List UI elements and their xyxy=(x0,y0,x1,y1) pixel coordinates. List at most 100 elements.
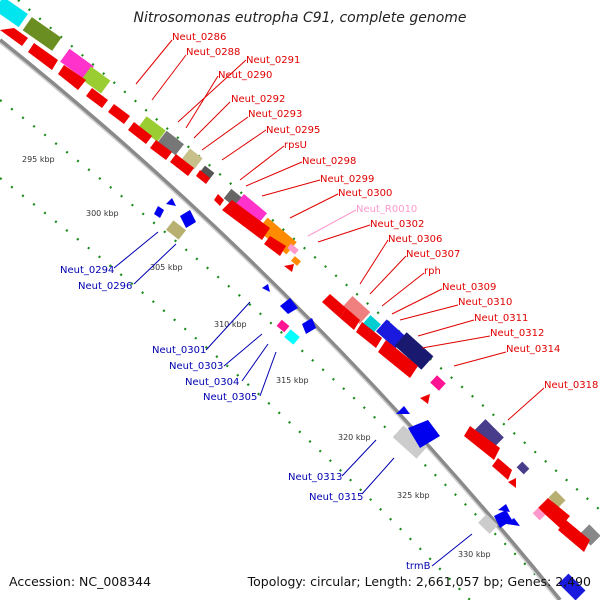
forward-gene-arrow xyxy=(464,426,500,460)
reverse-gene-arrow xyxy=(280,298,298,314)
gene-label-neut-0299: Neut_0299 xyxy=(320,174,374,185)
forward-gene-arrow xyxy=(86,88,108,108)
gene-label-neut-0291: Neut_0291 xyxy=(246,55,300,66)
gene-label-neut-0301: Neut_0301 xyxy=(152,345,206,356)
reverse-gene-block xyxy=(284,329,300,345)
gene-label-trmb: trmB xyxy=(406,561,431,572)
gene-label-neut-0294: Neut_0294 xyxy=(60,265,114,276)
reverse-strand-genes xyxy=(154,198,586,600)
reverse-gene-arrow xyxy=(498,504,510,512)
cog-block xyxy=(158,130,184,156)
forward-gene-arrow xyxy=(170,154,194,176)
gene-label-neut-0293: Neut_0293 xyxy=(248,109,302,120)
reverse-gene-arrow xyxy=(154,206,164,218)
forward-gene-arrow xyxy=(264,236,286,256)
gene-label-rph: rph xyxy=(424,266,441,277)
forward-gene-arrow xyxy=(0,28,28,46)
reverse-gene-arrow xyxy=(506,518,520,526)
gene-label-neut-0302: Neut_0302 xyxy=(370,219,424,230)
forward-gene-arrow xyxy=(340,308,360,330)
kbp-tick-label: 305 kbp xyxy=(150,263,183,272)
gene-label-neut-0304: Neut_0304 xyxy=(185,377,239,388)
cog-block xyxy=(474,419,504,449)
cog-block xyxy=(579,524,600,546)
gene-label-neut-0307: Neut_0307 xyxy=(406,249,460,260)
cog-dotted-ring xyxy=(0,99,561,600)
gene-label-neut-0296: Neut_0296 xyxy=(78,281,132,292)
reverse-gene-arrow xyxy=(396,406,410,414)
reverse-gene-block xyxy=(532,507,546,521)
forward-gene-arrow xyxy=(508,478,516,488)
cog-block xyxy=(394,332,434,370)
gene-label-neut-0295: Neut_0295 xyxy=(266,125,320,136)
cog-block xyxy=(138,116,166,142)
forward-label-leaders xyxy=(135,39,545,421)
cog-block xyxy=(235,193,267,225)
reverse-label-leaders xyxy=(113,231,473,567)
reverse-gene-arrow xyxy=(166,198,176,206)
gene-label-neut-0303: Neut_0303 xyxy=(169,361,223,372)
kbp-tick-label: 330 kbp xyxy=(458,550,491,559)
cog-block xyxy=(22,17,62,51)
cog-block xyxy=(60,48,94,80)
cog-block xyxy=(0,0,28,28)
reverse-gene-arrow xyxy=(262,284,270,292)
reverse-gene-block xyxy=(276,319,290,333)
forward-gene-arrow xyxy=(378,340,418,378)
forward-gene-arrow xyxy=(222,200,270,240)
cog-block xyxy=(548,490,566,508)
gene-label-neut-0300: Neut_0300 xyxy=(338,188,392,199)
gene-label-neut-0292: Neut_0292 xyxy=(231,94,285,105)
gene-label-neut-0315: Neut_0315 xyxy=(309,492,363,503)
kbp-tick-label: 325 kbp xyxy=(397,491,430,500)
gene-label-neut-0306: Neut_0306 xyxy=(388,234,442,245)
forward-gene-arrow xyxy=(128,122,152,144)
forward-gene-arrow xyxy=(538,498,570,528)
reverse-gene-arrow xyxy=(302,318,316,334)
gene-label-neut-0305: Neut_0305 xyxy=(203,392,257,403)
forward-gene-arrow xyxy=(58,65,86,90)
outer-dotted-ring xyxy=(17,0,600,511)
accession-text: Accession: NC_008344 xyxy=(9,574,152,589)
map-title: Nitrosomonas eutropha C91, complete geno… xyxy=(133,10,467,26)
gene-labels: Neut_0286 Neut_0288 Neut_0291 Neut_0290 … xyxy=(60,32,598,572)
reverse-gene-block xyxy=(392,425,428,459)
reverse-gene-arrow xyxy=(494,510,512,528)
cog-block xyxy=(81,66,111,94)
reverse-gene-block xyxy=(558,573,586,600)
cog-block xyxy=(516,461,530,475)
cog-block xyxy=(430,375,446,391)
gene-label-neut-0312: Neut_0312 xyxy=(490,328,544,339)
reverse-gene-arrow xyxy=(180,210,196,228)
forward-gene-arrow xyxy=(284,264,294,272)
genome-summary-text: Topology: circular; Length: 2,661,057 bp… xyxy=(247,574,591,589)
kbp-tick-label: 300 kbp xyxy=(86,209,119,218)
cog-block xyxy=(341,296,371,324)
forward-gene-arrow xyxy=(108,104,130,124)
gene-label-neut-r0010: Neut_R0010 xyxy=(356,204,417,215)
gene-label-neut-0311: Neut_0311 xyxy=(474,313,528,324)
kbp-ticks: 295 kbp 300 kbp 305 kbp 310 kbp 315 kbp … xyxy=(22,155,491,559)
cog-block xyxy=(181,148,203,170)
kbp-tick-label: 320 kbp xyxy=(338,433,371,442)
gene-label-neut-0310: Neut_0310 xyxy=(458,297,512,308)
forward-gene-arrow xyxy=(492,458,512,480)
gene-label-neut-0286: Neut_0286 xyxy=(172,32,226,43)
kbp-tick-label: 315 kbp xyxy=(276,376,309,385)
reverse-gene-arrow xyxy=(408,420,440,448)
forward-gene-arrow xyxy=(150,140,172,160)
reverse-gene-block xyxy=(478,514,498,534)
forward-gene-arrow xyxy=(558,520,590,552)
reverse-gene-block xyxy=(287,243,299,255)
gene-label-rpsu: rpsU xyxy=(284,140,307,151)
reverse-gene-block xyxy=(291,256,301,266)
gene-label-neut-0314: Neut_0314 xyxy=(506,344,560,355)
rna-label-leader xyxy=(307,209,357,237)
gene-label-neut-0318: Neut_0318 xyxy=(544,380,598,391)
reverse-gene-block xyxy=(166,220,186,240)
forward-cog-blocks xyxy=(0,0,600,546)
kbp-tick-label: 295 kbp xyxy=(22,155,55,164)
forward-gene-arrow xyxy=(322,294,346,318)
forward-gene-arrow xyxy=(28,43,58,70)
